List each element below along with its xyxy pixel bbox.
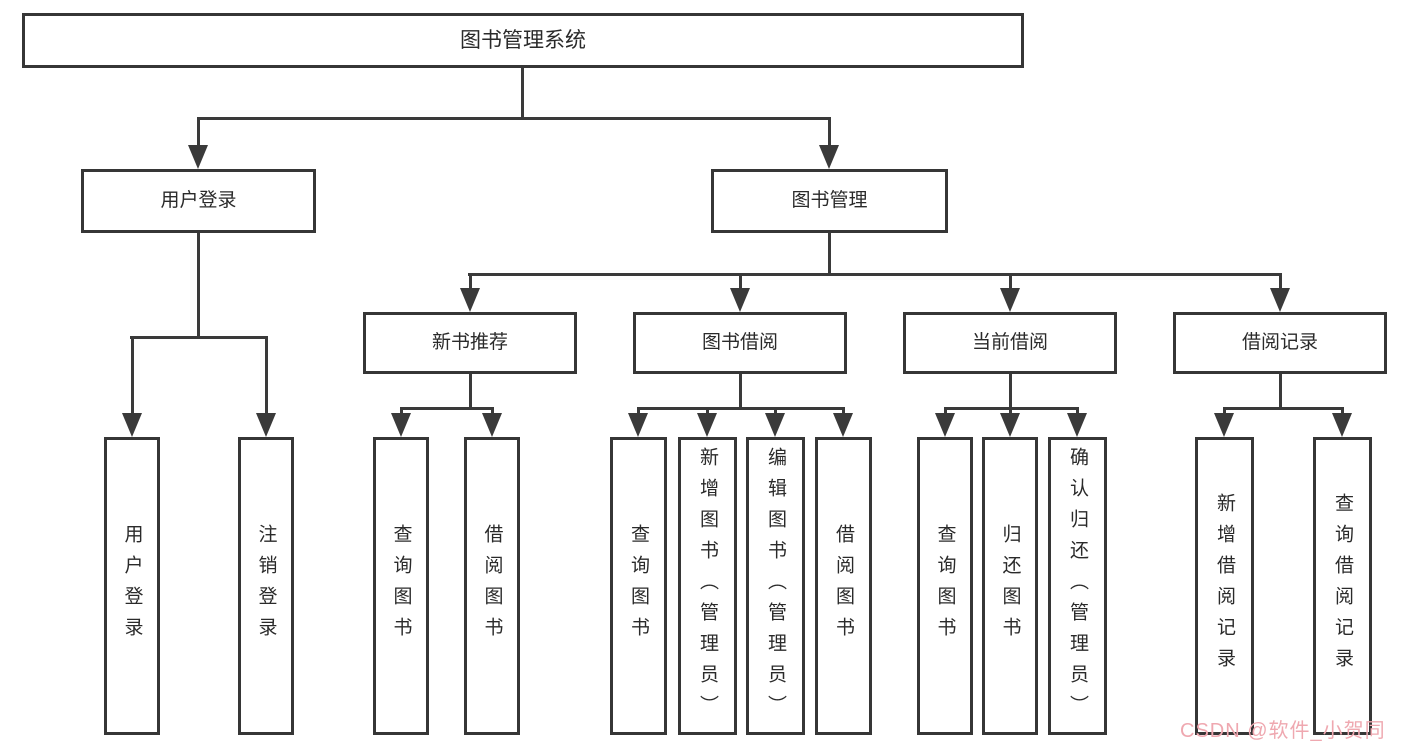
node-leaf-query-book-borrowing: 查询图书 bbox=[610, 437, 667, 735]
connector-arrow bbox=[1000, 273, 1020, 312]
node-new-book-recommend: 新书推荐 bbox=[363, 312, 577, 374]
node-leaf-borrow-book-recommend: 借阅图书 bbox=[464, 437, 520, 735]
connector-line bbox=[468, 273, 1282, 276]
node-leaf-query-borrow-record: 查询借阅记录 bbox=[1313, 437, 1372, 735]
connector-arrow bbox=[1000, 407, 1020, 437]
connector-line bbox=[197, 117, 831, 120]
connector-arrow bbox=[460, 273, 480, 312]
connector-arrow bbox=[188, 117, 208, 169]
node-book-management: 图书管理 bbox=[711, 169, 948, 233]
connector-line bbox=[944, 407, 1079, 410]
connector-line bbox=[637, 407, 845, 410]
connector-line bbox=[1009, 374, 1012, 410]
connector-line bbox=[739, 374, 742, 410]
connector-arrow bbox=[391, 407, 411, 437]
connector-line bbox=[1279, 374, 1282, 410]
node-leaf-add-borrow-record: 新增借阅记录 bbox=[1195, 437, 1254, 735]
connector-arrow bbox=[697, 407, 717, 437]
node-leaf-query-book-recommend: 查询图书 bbox=[373, 437, 429, 735]
connector-arrow bbox=[935, 407, 955, 437]
connector-line bbox=[1223, 407, 1344, 410]
node-current-borrowing: 当前借阅 bbox=[903, 312, 1117, 374]
node-leaf-return-book: 归还图书 bbox=[982, 437, 1038, 735]
connector-arrow bbox=[482, 407, 502, 437]
connector-arrow bbox=[765, 407, 785, 437]
csdn-watermark: CSDN @软件_小贺同学 bbox=[1180, 720, 1386, 742]
connector-line bbox=[828, 232, 831, 275]
connector-arrow bbox=[1214, 407, 1234, 437]
node-book-borrowing: 图书借阅 bbox=[633, 312, 847, 374]
node-leaf-edit-book-admin: 编辑图书（管理员） bbox=[746, 437, 805, 735]
connector-arrow bbox=[819, 117, 839, 169]
node-user-login: 用户登录 bbox=[81, 169, 316, 233]
node-leaf-logout: 注销登录 bbox=[238, 437, 294, 735]
connector-line bbox=[521, 68, 524, 120]
node-leaf-borrow-book-borrowing: 借阅图书 bbox=[815, 437, 872, 735]
connector-arrow bbox=[833, 407, 853, 437]
connector-arrow bbox=[1332, 407, 1352, 437]
connector-arrow bbox=[1270, 273, 1290, 312]
connector-arrow bbox=[730, 273, 750, 312]
connector-arrow bbox=[122, 336, 142, 437]
node-leaf-confirm-return-admin: 确认归还（管理员） bbox=[1048, 437, 1107, 735]
node-leaf-query-book-current: 查询图书 bbox=[917, 437, 973, 735]
connector-arrow bbox=[1067, 407, 1087, 437]
connector-line bbox=[197, 233, 200, 338]
node-borrowing-records: 借阅记录 bbox=[1173, 312, 1387, 374]
connector-line bbox=[130, 336, 268, 339]
node-leaf-add-book-admin: 新增图书（管理员） bbox=[678, 437, 737, 735]
connector-line bbox=[469, 374, 472, 410]
connector-arrow bbox=[256, 336, 276, 437]
connector-arrow bbox=[628, 407, 648, 437]
node-leaf-user-login: 用户登录 bbox=[104, 437, 160, 735]
node-library-management-system: 图书管理系统 bbox=[22, 13, 1024, 68]
connector-line bbox=[400, 407, 494, 410]
